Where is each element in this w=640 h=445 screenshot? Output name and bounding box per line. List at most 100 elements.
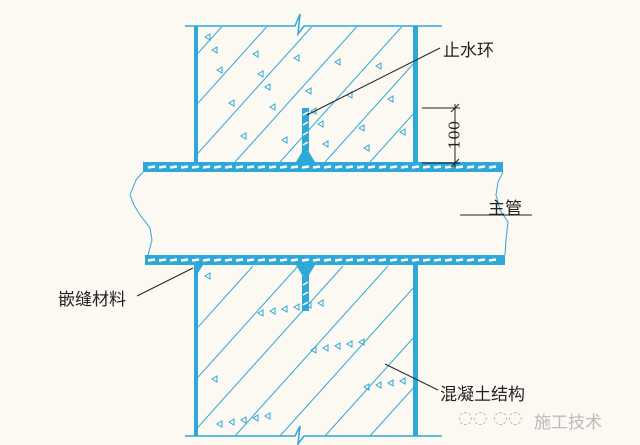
aggregate-mark: [310, 346, 317, 354]
pipe-wall-dash: [488, 258, 497, 262]
pipe-wall-dash: [323, 165, 332, 169]
pipe-break-right: [495, 171, 509, 256]
aggregate-mark: [264, 412, 271, 420]
aggregate-mark: [334, 342, 341, 350]
pipe-wall-dash: [488, 165, 497, 169]
aggregate-mark: [228, 99, 235, 107]
label-water-stop-ring: 止水环: [443, 41, 494, 61]
hatch-line: [505, 27, 627, 162]
pipe-wall-dash: [279, 165, 288, 169]
concrete-hatch-top: [197, 27, 627, 162]
pipe-wall-dash: [400, 165, 409, 169]
aggregate-mark: [399, 377, 406, 385]
hatch-line: [197, 266, 344, 429]
hatch-line: [234, 266, 389, 436]
pipe-wall-dash: [301, 258, 310, 262]
pipe-wall-dash: [257, 258, 266, 262]
pipe-wall-dash: [455, 165, 464, 169]
aggregate-mark: [375, 62, 382, 70]
pipe-wall-dash: [224, 165, 233, 169]
aggregate-mark: [269, 307, 276, 315]
pipe-wall-dash: [444, 258, 453, 262]
pipe-wall-dash: [312, 165, 321, 169]
pipe-wall-bottom: [145, 255, 505, 265]
aggregate-mark: [204, 272, 211, 280]
aggregate-mark: [216, 66, 223, 74]
pipe-wall-dash: [268, 258, 277, 262]
pipe-wall-dash: [213, 165, 222, 169]
water-stop-ring-bottom: [296, 265, 315, 311]
pipe-wall-dash: [334, 165, 343, 169]
aggregate-mark: [252, 50, 259, 58]
pipe-wall-dash: [224, 258, 233, 262]
label-dimension-100: 100: [445, 120, 464, 150]
aggregate-mark: [281, 136, 288, 144]
dimension-lines: [422, 103, 460, 168]
pipe-wall-dash: [158, 258, 167, 262]
pipe-wall-dash: [389, 165, 398, 169]
pipe-wall-dash: [147, 258, 156, 262]
leader-lines: [136, 47, 532, 391]
pipe-wall-dash: [290, 258, 299, 262]
aggregate-mark: [240, 416, 247, 424]
aggregate-mark: [358, 124, 365, 132]
aggregate-mark: [317, 299, 324, 307]
pipe-wall-dash: [323, 258, 332, 262]
wall-top-break-line: [185, 13, 442, 37]
aggregate-mark: [293, 303, 300, 311]
pipe-wall-dash: [389, 258, 398, 262]
water-stop-ring-top: [296, 108, 315, 162]
aggregate-mark: [204, 33, 211, 41]
pipe-wall-dash: [169, 165, 178, 169]
pipe-wall-dash: [422, 258, 431, 262]
pipe-wall-dash: [158, 165, 167, 169]
hatch-line: [197, 27, 312, 155]
pipe-wall-dash: [235, 258, 244, 262]
pipe-wall-dash: [290, 165, 299, 169]
pipe-wall-dash: [367, 258, 376, 262]
aggregate-mark: [322, 140, 329, 148]
pipe-wall-dash: [191, 165, 200, 169]
hatch-line: [197, 27, 267, 105]
pipe-wall-dash: [367, 165, 376, 169]
aggregate-mark: [228, 418, 235, 426]
pipe-wall-dash: [235, 165, 244, 169]
aggregate-mark: [211, 46, 218, 54]
pipe-wall-dash: [477, 165, 486, 169]
pipe-wall-dash: [246, 258, 255, 262]
pipe-wall-dash: [279, 258, 288, 262]
hatch-line: [279, 286, 414, 436]
wall-left-bottom: [194, 265, 198, 436]
pipe-wall-dash: [312, 258, 321, 262]
pipe-break-left: [129, 171, 153, 256]
hatch-line: [234, 27, 357, 162]
pipe-wall-dash: [191, 258, 200, 262]
pipe-wall-dash: [378, 258, 387, 262]
hatch-line: [369, 386, 414, 436]
watermark-wechat-icon: ◌◌ ◌◌: [458, 408, 523, 428]
pipe-wall-dash: [345, 165, 354, 169]
label-concrete-structure: 混凝土结构: [440, 385, 525, 405]
label-main-pipe: 主管: [488, 199, 522, 219]
aggregate-mark: [252, 414, 259, 422]
pipe-wall-dash: [334, 258, 343, 262]
pipe-wall-dash: [422, 165, 431, 169]
label-caulking-material: 嵌缝材料: [58, 290, 126, 310]
aggregate-mark: [257, 309, 264, 317]
aggregate-mark: [399, 128, 406, 136]
pipe-wall-dash: [268, 165, 277, 169]
wall-right-bottom: [413, 265, 418, 436]
pipe-wall-dash: [213, 258, 222, 262]
hatch-line: [324, 336, 414, 436]
aggregate-mark: [269, 103, 276, 111]
aggregate-mark: [346, 340, 353, 348]
pipe-wall-dash: [455, 258, 464, 262]
hatch-line: [369, 112, 414, 162]
aggregate-mark: [358, 338, 365, 346]
wall-bottom-break-line: [185, 425, 442, 445]
aggregate-mark: [257, 70, 264, 78]
pipe-wall-dash: [169, 258, 178, 262]
hatch-line: [197, 27, 222, 55]
aggregate-mark: [216, 420, 223, 428]
